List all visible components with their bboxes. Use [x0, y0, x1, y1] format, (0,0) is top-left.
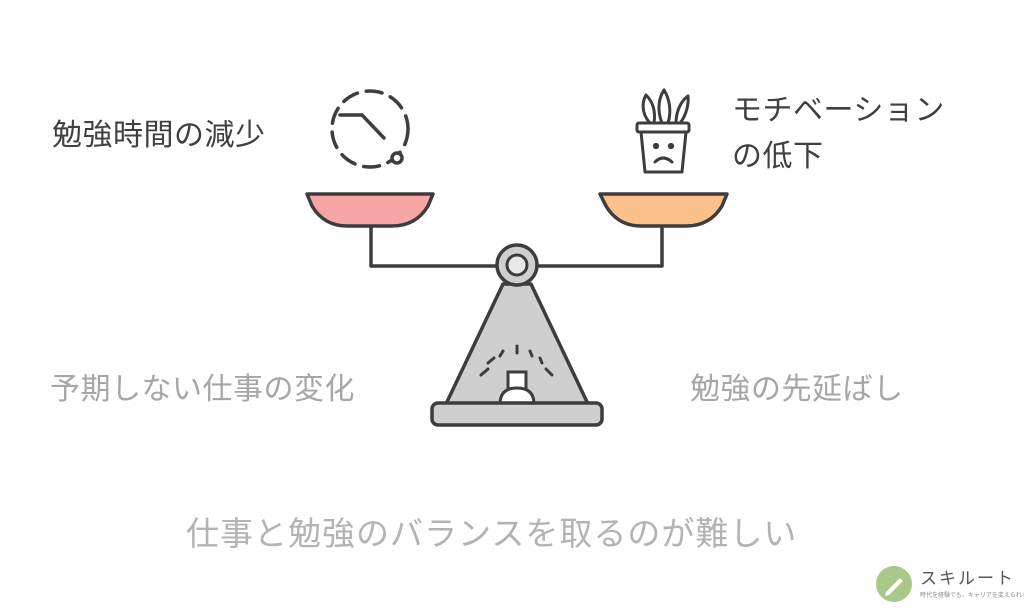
scale-pivot-inner: [505, 253, 529, 277]
clock-icon: [330, 89, 410, 169]
label-study-procrastination: 勉強の先延ばし: [690, 372, 904, 407]
wilted-plant-pot-icon: [635, 88, 691, 174]
brand-name: スキルート: [920, 569, 1015, 589]
brand-tagline: 時代を経験でも、キャリアを変えられる: [920, 592, 1024, 599]
diagram-caption: 仕事と勉強のバランスを取るのが難しい: [186, 514, 798, 553]
label-motivation-drop-line2: の低下: [732, 139, 824, 174]
label-unexpected-work-change: 予期しない仕事の変化: [50, 372, 355, 407]
scale-base: [430, 401, 604, 427]
label-study-time-decrease: 勉強時間の減少: [52, 118, 266, 153]
gauge-icon: [479, 344, 554, 406]
scale-beam: [369, 224, 664, 268]
left-pan: [305, 192, 435, 228]
right-pan: [598, 192, 729, 228]
label-motivation-drop: モチベーション の低下: [732, 88, 945, 180]
pencil-leaf-icon: [876, 566, 912, 602]
label-motivation-drop-line1: モチベーション: [732, 93, 945, 128]
brand-logo: スキルート 時代を経験でも、キャリアを変えられる: [876, 562, 1024, 608]
